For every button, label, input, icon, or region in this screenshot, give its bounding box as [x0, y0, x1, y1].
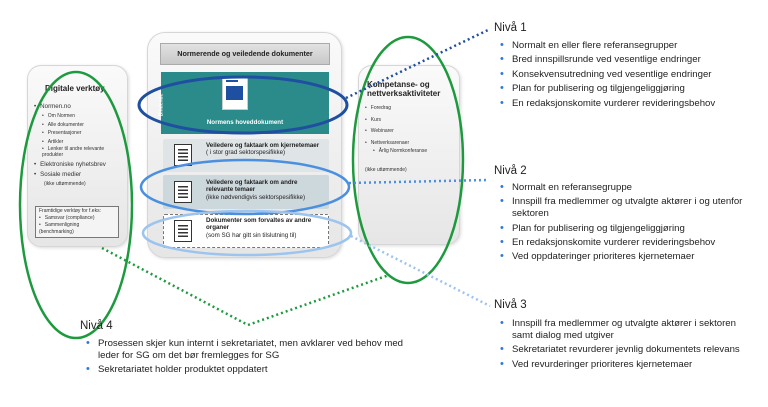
level4-connector-right [247, 273, 390, 327]
list-item: Innspill fra medlemmer og utvalgte aktør… [500, 196, 757, 220]
list-item: Foredrag [365, 104, 455, 113]
level2-ellipse [139, 158, 351, 216]
list-item: Kurs [365, 116, 455, 125]
list-item: Normalt en eller flere referansegrupper [500, 40, 762, 52]
right-green-ellipse [351, 35, 465, 285]
list-item: Innspill fra medlemmer og utvalgte aktør… [500, 318, 757, 342]
doc-row-other-topics-text: Veiledere og faktaark om andre relevante… [206, 179, 306, 201]
list-item: Sammenligning (benchmarking) [39, 222, 115, 236]
level1-list: Normalt en eller flere referansegrupper … [500, 40, 762, 112]
documents-title-bar [160, 43, 330, 65]
list-item: Sosiale medier [34, 170, 124, 180]
list-item: Presentasjoner [34, 129, 124, 138]
list-item: Ved revurderinger prioriteres kjernetema… [500, 359, 762, 371]
level4-list: Prosessen skjer kun internt i sekretaria… [86, 338, 411, 379]
digital-tools-title: Digitale verktøy [45, 84, 105, 93]
main-document-cover [222, 76, 248, 110]
competence-card [358, 65, 460, 245]
documents-title: Normerende og veiledende dokumenter [177, 49, 313, 58]
list-item: Prosessen skjer kun internt i sekretaria… [86, 338, 411, 362]
list-item: Normalt en referansegruppe [500, 182, 762, 194]
list-item: Bred innspillsrunde ved vesentlige endri… [500, 54, 762, 66]
level4-connector-left [101, 246, 249, 327]
list-item: Plan for publisering og tilgjengeliggjør… [500, 223, 762, 235]
list-item: Samsvar (compliance) [39, 215, 115, 222]
main-document-label: Normens hoveddokument [206, 119, 284, 126]
level1-ellipse [137, 75, 349, 135]
list-item: Sekretariatet revurderer jevnlig dokumen… [500, 344, 752, 356]
document-icon [174, 181, 192, 203]
list-item: En redaksjonskomite vurderer reviderings… [500, 237, 732, 249]
list-item: (ikke uttømmende) [44, 181, 86, 187]
list-item: En redaksjonskomite vurderer reviderings… [500, 98, 742, 110]
level2-connector [348, 178, 489, 185]
level4-title: Nivå 4 [80, 320, 113, 332]
document-icon [174, 144, 192, 166]
list-item: Plan for publisering og tilgjengeliggjør… [500, 83, 762, 95]
competence-title: Kompetanse- og nettverksaktiviteter [367, 80, 441, 98]
list-item: Ved oppdateringer prioriteres kjernetema… [500, 251, 762, 263]
doc-row-core-topics-text: Veiledere og faktaark om kjernetemaer ( … [206, 142, 320, 157]
level3-ellipse [141, 209, 353, 257]
list-item: Om Normen [34, 112, 124, 121]
list-item: Nettverksarenaer [365, 139, 455, 148]
level3-title: Nivå 3 [494, 299, 527, 311]
digital-tools-list: Normen.no Om Normen Alle dokumenter Pres… [34, 102, 124, 189]
level1-title: Nivå 1 [494, 22, 527, 34]
list-item: Årlig Normkonferanse [365, 147, 455, 156]
competence-list: Foredrag Kurs Webinarer Nettverksarenaer… [365, 104, 455, 174]
left-green-ellipse [18, 70, 134, 340]
list-item: Alle dokumenter [34, 121, 124, 130]
list-item: Artikler [34, 138, 124, 147]
level3-connector [350, 234, 491, 308]
list-item: Sekretariatet holder produktet oppdatert [86, 364, 411, 376]
list-item: Webinarer [365, 127, 455, 136]
doc-row-external-text: Dokumenter som forvaltes av andre organe… [206, 217, 312, 239]
list-item: (ikke uttømmende) [365, 166, 407, 173]
future-tools-title: Framtidige verktøy for f.eks: [39, 208, 101, 214]
future-tools-box: Framtidige verktøy for f.eks: Samsvar (c… [35, 206, 119, 238]
document-icon [174, 220, 192, 242]
list-item: Lenker til andre relevante produkter [34, 146, 124, 158]
list-item: Konsekvensutredning ved vesentlige endri… [500, 69, 712, 81]
level3-list: Innspill fra medlemmer og utvalgte aktør… [500, 318, 762, 373]
list-item: Elektroniske nyhetsbrev [34, 160, 124, 170]
level2-list: Normalt en referansegruppe Innspill fra … [500, 182, 762, 266]
level2-title: Nivå 2 [494, 165, 527, 177]
level1-connector [345, 28, 489, 100]
